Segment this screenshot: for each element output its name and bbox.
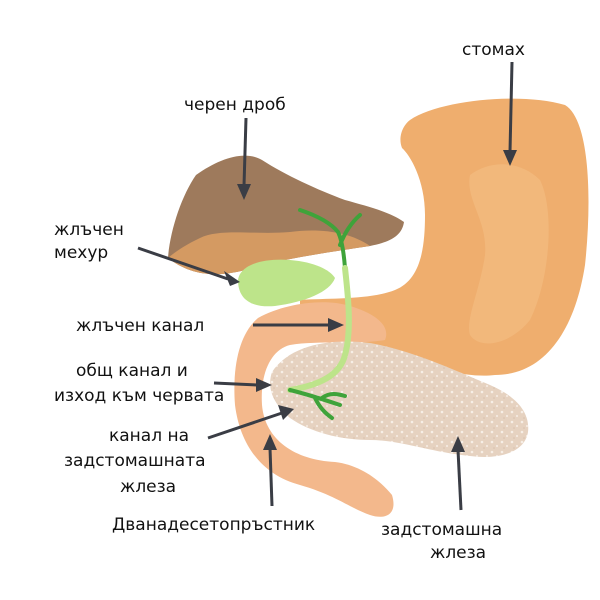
arrowhead-gallbladder [224,271,240,286]
label-bile-duct: жлъчен канал [76,316,204,336]
arrowhead-bile-duct [328,318,344,332]
arrow-common-duct [213,381,259,387]
label-pancreatic-duct-line2: задстомашната [64,451,206,471]
duodenum [234,302,394,517]
label-liver: черен дроб [184,95,286,115]
label-pancreas-line1: задстомашна [381,520,502,540]
arrow-gallbladder [137,246,229,281]
arrowhead-common-duct [256,378,272,392]
stomach [300,98,589,376]
arrowhead-pancreas [451,436,465,452]
label-gallbladder-line2: мехур [54,243,108,263]
bile-ducts [287,208,362,420]
arrowhead-pancreatic-duct [278,405,294,420]
label-pancreatic-duct-line1: канал на [109,426,189,446]
arrowhead-stomach [503,150,517,166]
label-duodenum: Дванадесетопръстник [112,515,315,535]
label-pancreatic-duct-line3: жлеза [120,477,176,497]
label-gallbladder-line1: жлъчен [54,220,124,240]
arrows [137,61,517,511]
arrow-pancreatic-duct [207,411,283,440]
arrowhead-duodenum [263,434,277,450]
arrow-duodenum [268,447,274,507]
labels: стомах черен дроб жлъчен мехур жлъчен ка… [54,40,525,563]
gallbladder [238,259,335,307]
arrowhead-liver [237,184,251,200]
arrow-stomach [508,61,514,153]
arrow-liver [242,117,248,187]
label-pancreas-line2: жлеза [430,543,486,563]
label-common-duct-line1: общ канал и [76,361,188,381]
liver [168,155,404,275]
label-stomach: стомах [462,40,525,60]
arrow-pancreas [456,449,463,511]
label-common-duct-line2: изход към червата [54,386,224,406]
